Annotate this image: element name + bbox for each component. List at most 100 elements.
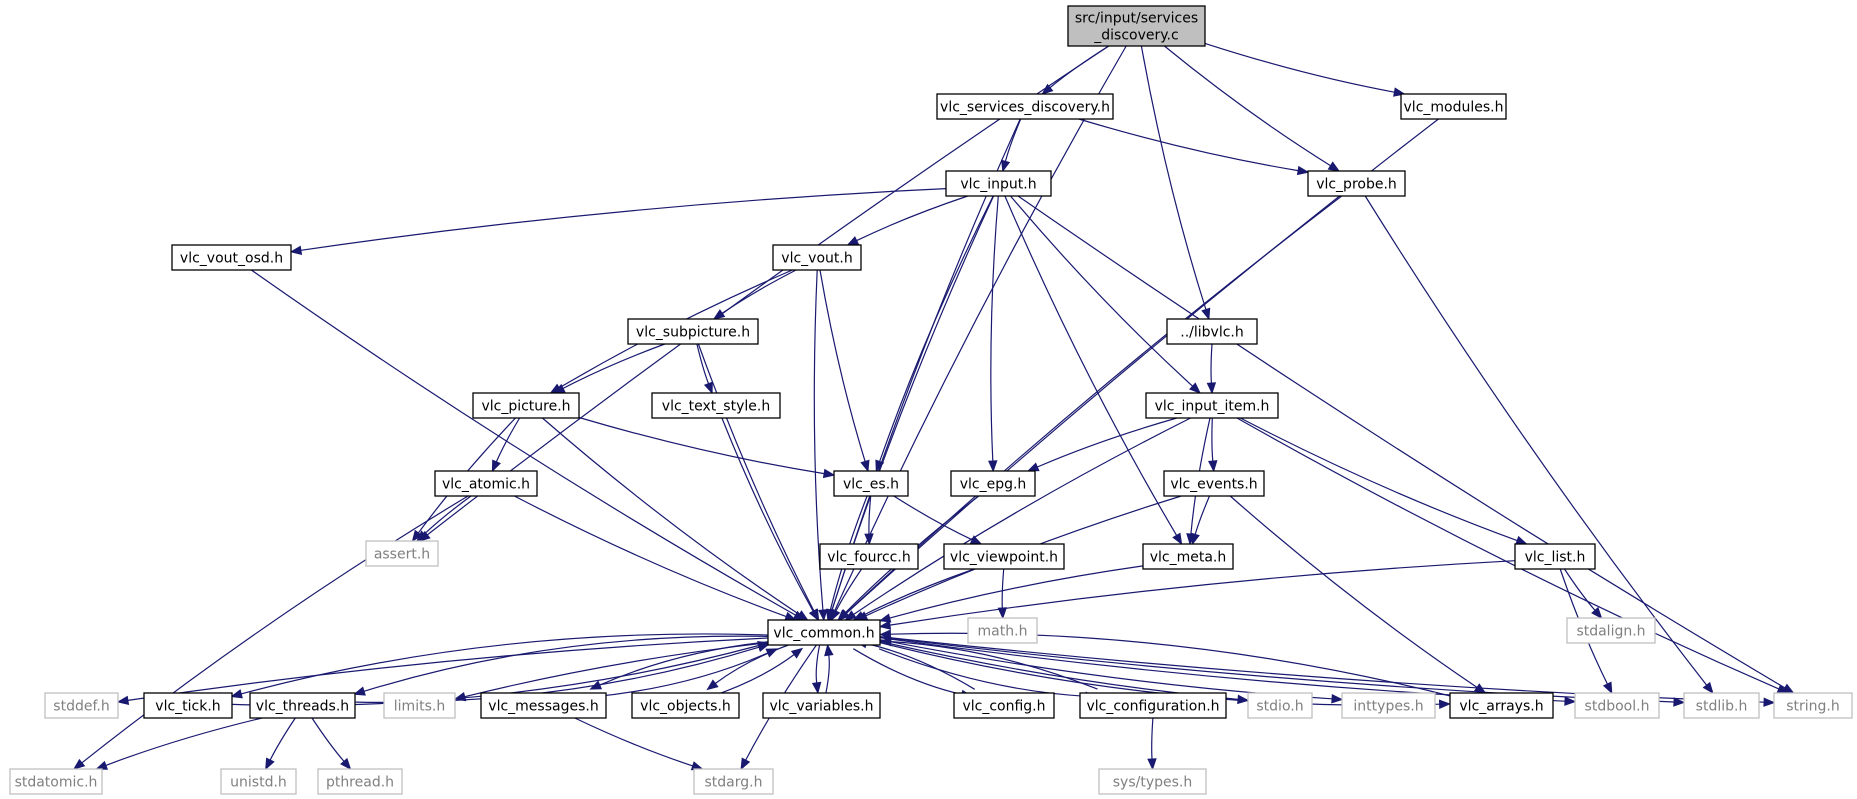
- node-label: vlc_viewpoint.h: [950, 550, 1058, 566]
- edge-arrowhead: [1564, 696, 1577, 706]
- node-box: [472, 392, 580, 419]
- edge-line: [819, 269, 866, 462]
- node-label: vlc_vout_osd.h: [180, 251, 283, 267]
- node-vlc-objects-h[interactable]: vlc_objects.h: [631, 692, 740, 719]
- edge-vlc_events_h-to-vlc_meta_h: [1190, 495, 1211, 546]
- node-box: [9, 768, 103, 795]
- edge-line: [1004, 118, 1022, 162]
- node-label: vlc_services_discovery.h: [940, 100, 1110, 116]
- edge-arrowhead: [830, 608, 841, 622]
- edge-vlc_configuration_h-to-sys_types_h: [1147, 717, 1157, 771]
- node-vlc-threads-h[interactable]: vlc_threads.h: [249, 692, 356, 719]
- node-vlc-events-h[interactable]: vlc_events.h: [1163, 470, 1265, 497]
- node-label: vlc_atomic.h: [442, 477, 530, 493]
- edge-vlc_input_h-to-vlc_epg_h: [988, 195, 999, 473]
- edge-vlc_subpicture_h-to-vlc_text_style_h: [696, 343, 713, 395]
- edge-vlc_input_h-to-vlc_meta_h: [1004, 195, 1183, 546]
- node-label: string.h: [1786, 699, 1840, 715]
- edge-vlc_probe_h-to-stdlib_h: [1364, 195, 1714, 695]
- edge-vlc_picture_h-to-vlc_atomic_h: [491, 417, 521, 473]
- node-vlc-input-item-h[interactable]: vlc_input_item.h: [1145, 392, 1279, 419]
- edge-line: [562, 343, 666, 389]
- node-vlc-epg-h[interactable]: vlc_epg.h: [950, 470, 1036, 497]
- node-label: inttypes.h: [1353, 699, 1423, 715]
- node-libvlc-h[interactable]: ../libvlc.h: [1166, 318, 1258, 345]
- node-vlc-messages-h[interactable]: vlc_messages.h: [480, 692, 607, 719]
- node-vlc-services-discovery-h[interactable]: vlc_services_discovery.h: [936, 93, 1114, 120]
- node-label: vlc_fourcc.h: [827, 550, 910, 566]
- edge-line: [879, 636, 1675, 703]
- edge-line: [990, 195, 999, 462]
- edge-arrowhead: [1206, 382, 1217, 395]
- node-vlc-probe-h[interactable]: vlc_probe.h: [1307, 170, 1406, 197]
- node-vlc-es-h[interactable]: vlc_es.h: [833, 470, 909, 497]
- edge-root-to-vlc_modules_h: [1204, 42, 1406, 97]
- node-box: [651, 392, 781, 419]
- node-vlc-subpicture-h[interactable]: vlc_subpicture.h: [627, 318, 759, 345]
- node-label: stdio.h: [1256, 699, 1303, 715]
- edge-arrowhead: [353, 686, 366, 696]
- node-vlc-viewpoint-h[interactable]: vlc_viewpoint.h: [943, 543, 1065, 570]
- node-vlc-meta-h[interactable]: vlc_meta.h: [1142, 543, 1234, 570]
- node-vlc-atomic-h[interactable]: vlc_atomic.h: [434, 470, 538, 497]
- edge-arrowhead: [822, 468, 836, 479]
- node-vlc-text-style-h[interactable]: vlc_text_style.h: [651, 392, 781, 419]
- edges-layer: [72, 42, 1795, 771]
- edge-line: [1240, 417, 1518, 542]
- edge-line: [269, 717, 296, 761]
- edge-line: [127, 637, 769, 701]
- edge-vlc_arrays_h-to-vlc_common_h: [879, 629, 1451, 697]
- edge-root-to-vlc_probe_h: [1164, 45, 1341, 172]
- edge-line: [495, 417, 521, 463]
- edge-line: [1140, 45, 1207, 310]
- edge-line: [834, 45, 1127, 612]
- node-vlc-config-h[interactable]: vlc_config.h: [953, 692, 1055, 719]
- edge-line: [1001, 568, 1005, 609]
- node-vlc-configuration-h[interactable]: vlc_configuration.h: [1079, 692, 1227, 719]
- node-vlc-arrays-h[interactable]: vlc_arrays.h: [1449, 692, 1554, 719]
- edge-line: [81, 495, 469, 764]
- node-vlc-modules-h[interactable]: vlc_modules.h: [1400, 93, 1507, 120]
- node-unistd-h: unistd.h: [220, 768, 297, 795]
- edge-arrowhead: [864, 533, 874, 546]
- edge-arrowhead: [1208, 460, 1218, 473]
- edge-arrowhead: [879, 629, 892, 639]
- edge-arrowhead: [706, 679, 719, 691]
- edge-vlc_common_h-to-vlc_threads_h: [353, 635, 768, 696]
- node-stdbool-h: stdbool.h: [1574, 692, 1660, 719]
- node-box: [1142, 543, 1234, 570]
- edge-line: [889, 565, 1144, 619]
- edge-arrowhead: [1515, 535, 1528, 545]
- edge-line: [893, 495, 973, 541]
- node-box: [1683, 692, 1760, 719]
- node-label: vlc_meta.h: [1150, 550, 1227, 566]
- edge-arrowhead: [879, 636, 892, 647]
- edge-vlc_input_h-to-string_h: [1017, 195, 1795, 694]
- node-vlc-vout-osd-h[interactable]: vlc_vout_osd.h: [171, 244, 292, 271]
- node-box: [1574, 692, 1660, 719]
- node-label: limits.h: [394, 699, 445, 715]
- edge-arrowhead: [837, 609, 849, 621]
- node-label: vlc_common.h: [773, 626, 874, 642]
- node-label: vlc_config.h: [962, 699, 1045, 715]
- node-label: vlc_subpicture.h: [636, 325, 750, 341]
- node-vlc-picture-h[interactable]: vlc_picture.h: [472, 392, 580, 419]
- node-vlc-list-h[interactable]: vlc_list.h: [1514, 543, 1596, 570]
- edge-line: [241, 633, 768, 695]
- node-label: vlc_messages.h: [488, 699, 598, 715]
- node-vlc-variables-h[interactable]: vlc_variables.h: [762, 692, 881, 719]
- edge-arrowhead: [1001, 159, 1011, 173]
- edge-line: [1078, 118, 1299, 172]
- edge-line: [574, 717, 693, 767]
- node-vlc-fourcc-h[interactable]: vlc_fourcc.h: [819, 543, 919, 570]
- edge-line: [1017, 195, 1786, 689]
- node-vlc-vout-h[interactable]: vlc_vout.h: [772, 244, 862, 271]
- node-root[interactable]: src/input/services_discovery.c: [1067, 5, 1206, 47]
- node-vlc-tick-h[interactable]: vlc_tick.h: [143, 692, 233, 719]
- node-label: stddef.h: [53, 699, 109, 715]
- node-stdalign-h: stdalign.h: [1566, 617, 1656, 644]
- edge-vlc_viewpoint_h-to-math_h: [997, 568, 1008, 620]
- node-vlc-input-h[interactable]: vlc_input.h: [945, 170, 1052, 197]
- node-box: [1067, 5, 1206, 47]
- node-vlc-common-h[interactable]: vlc_common.h: [767, 619, 881, 646]
